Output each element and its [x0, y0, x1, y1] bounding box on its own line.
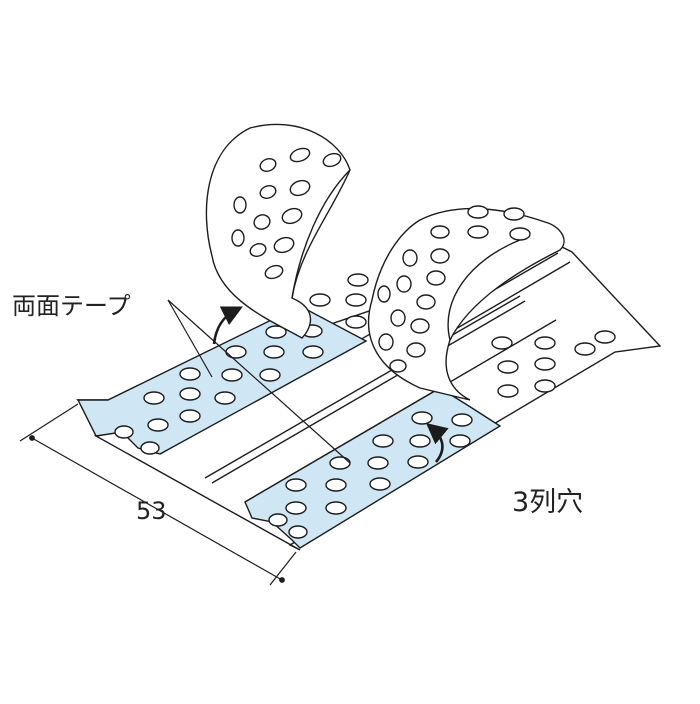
curled-flap-left — [205, 123, 351, 339]
tape-leader-lines — [167, 299, 351, 464]
back-holes — [309, 273, 616, 398]
width-dimension-label: 53 — [136, 497, 167, 525]
curled-flap-right — [367, 205, 565, 401]
peel-arrow-left — [212, 306, 243, 345]
tape-left — [76, 305, 368, 455]
peel-arrows — [212, 306, 449, 463]
peel-arrow-right — [426, 423, 449, 463]
double-sided-tape-label: 両面テープ — [12, 292, 131, 320]
three-row-holes-label: 3列穴 — [512, 487, 584, 518]
dimension-line — [19, 403, 297, 586]
